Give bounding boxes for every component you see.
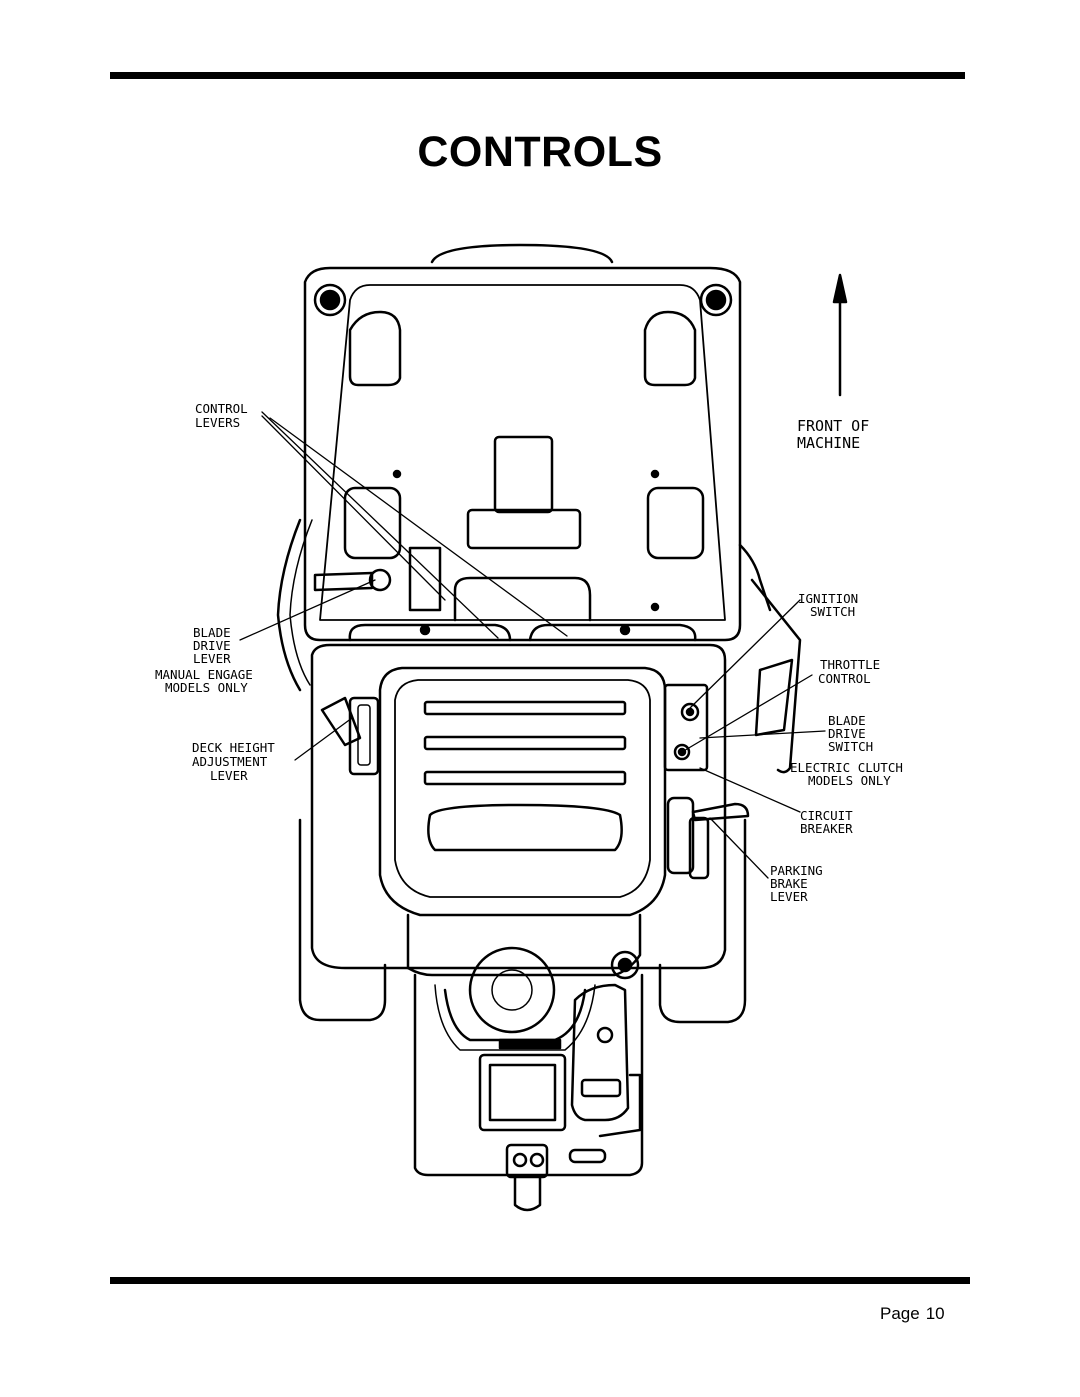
label-front-of-machine-2: MACHINE (797, 434, 860, 452)
label-blade-drive-lever-1: BLADE (193, 625, 231, 640)
label-parking-brake-2: BRAKE (770, 876, 808, 891)
bottom-rule (110, 1277, 970, 1284)
label-blade-drive-switch-2: DRIVE (828, 726, 866, 741)
front-arrow-icon (832, 273, 848, 397)
label-blade-drive-switch-1: BLADE (828, 713, 866, 728)
page-title: CONTROLS (417, 128, 663, 176)
label-blade-drive-lever-3: LEVER (193, 651, 231, 666)
label-electric-clutch-2: MODELS ONLY (808, 773, 891, 788)
label-parking-brake-1: PARKING (770, 863, 823, 878)
label-control-levers-2: LEVERS (195, 415, 240, 430)
label-front-of-machine-1: FRONT OF (797, 417, 869, 435)
label-manual-engage-1: MANUAL ENGAGE (155, 667, 253, 682)
label-manual-engage-2: MODELS ONLY (165, 680, 248, 695)
front-body (276, 243, 802, 774)
label-deck-height-1: DECK HEIGHT (192, 740, 275, 755)
label-throttle-control-1: THROTTLE (820, 657, 880, 672)
label-ignition-switch-1: IGNITION (798, 591, 858, 606)
label-deck-height-2: ADJUSTMENT (192, 754, 268, 769)
label-blade-drive-lever-2: DRIVE (193, 638, 231, 653)
top-rule (110, 72, 965, 79)
page-label: Page (880, 1304, 920, 1323)
label-circuit-breaker-1: CIRCUIT (800, 808, 853, 823)
rear-engine (406, 913, 644, 1212)
diagram-labels: CONTROL LEVERS FRONT OF MACHINE IGNITION… (155, 401, 903, 904)
label-control-levers-1: CONTROL (195, 401, 248, 416)
label-throttle-control-2: CONTROL (818, 671, 871, 686)
page-number: 10 (925, 1304, 945, 1323)
label-electric-clutch-1: ELECTRIC CLUTCH (790, 760, 903, 775)
label-deck-height-3: LEVER (210, 768, 248, 783)
leader-lines (239, 411, 826, 879)
label-circuit-breaker-2: BREAKER (800, 821, 853, 836)
page-footer: Page 10 (880, 1304, 945, 1324)
seat-area (298, 643, 750, 1024)
label-ignition-switch-2: SWITCH (810, 604, 855, 619)
label-blade-drive-switch-3: SWITCH (828, 739, 873, 754)
label-parking-brake-3: LEVER (770, 889, 808, 904)
